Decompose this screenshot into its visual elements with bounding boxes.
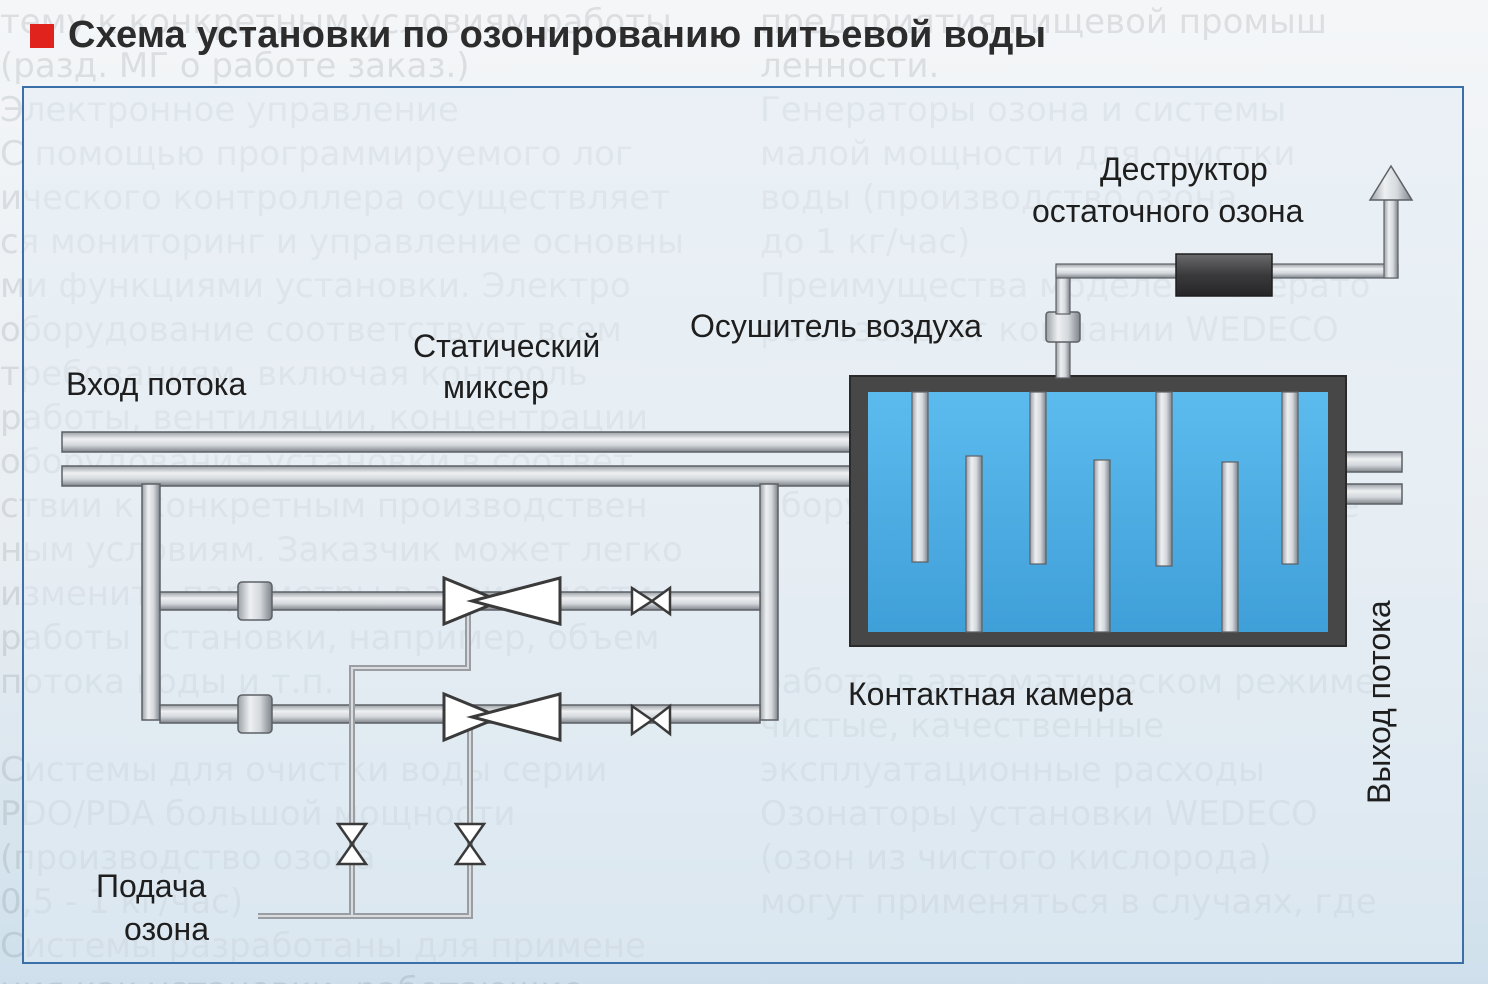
label-mixer-line2: миксер (443, 369, 549, 405)
label-mixer-line1: Статический (413, 328, 600, 364)
chamber-baffles-bottom (965, 455, 1239, 633)
label-destructor-line2: остаточного озона (1032, 193, 1304, 229)
inflow-pipe (61, 431, 863, 487)
ozone-destructor (1175, 253, 1273, 297)
pipe-fitting-lower (237, 694, 273, 734)
branch-valve-upper (630, 585, 672, 617)
ozone-supply-lines-core (258, 604, 471, 917)
label-destructor-line1: Деструктор (1100, 151, 1268, 187)
label-ozone-line2: озона (124, 911, 209, 947)
branch-valve-lower (630, 703, 672, 737)
dryer-fitting (1045, 311, 1081, 343)
contact-chamber (849, 375, 1347, 647)
label-outflow: Выход потока (1361, 600, 1397, 804)
red-square-icon (30, 23, 54, 48)
outflow-pipe (1339, 451, 1403, 505)
ozone-valve-left (335, 822, 369, 866)
static-mixer-upper (442, 575, 562, 627)
label-inflow: Вход потока (66, 366, 247, 402)
off-gas-pipe (1045, 195, 1399, 379)
up-arrow-icon (1368, 164, 1414, 201)
pipe-fitting-upper (237, 581, 273, 621)
chamber-baffles (911, 391, 1299, 567)
label-contact-chamber: Контактная камера (848, 676, 1133, 712)
static-mixer-lower (442, 691, 562, 743)
ozone-supply-lines (258, 604, 473, 919)
figure-heading: Схема установки по озонированию питьевой… (30, 14, 1046, 57)
label-ozone-line1: Подача (96, 868, 207, 904)
figure-title: Схема установки по озонированию питьевой… (68, 14, 1047, 56)
ozone-valve-right (453, 822, 487, 866)
label-air-dryer: Осушитель воздуха (690, 308, 982, 344)
